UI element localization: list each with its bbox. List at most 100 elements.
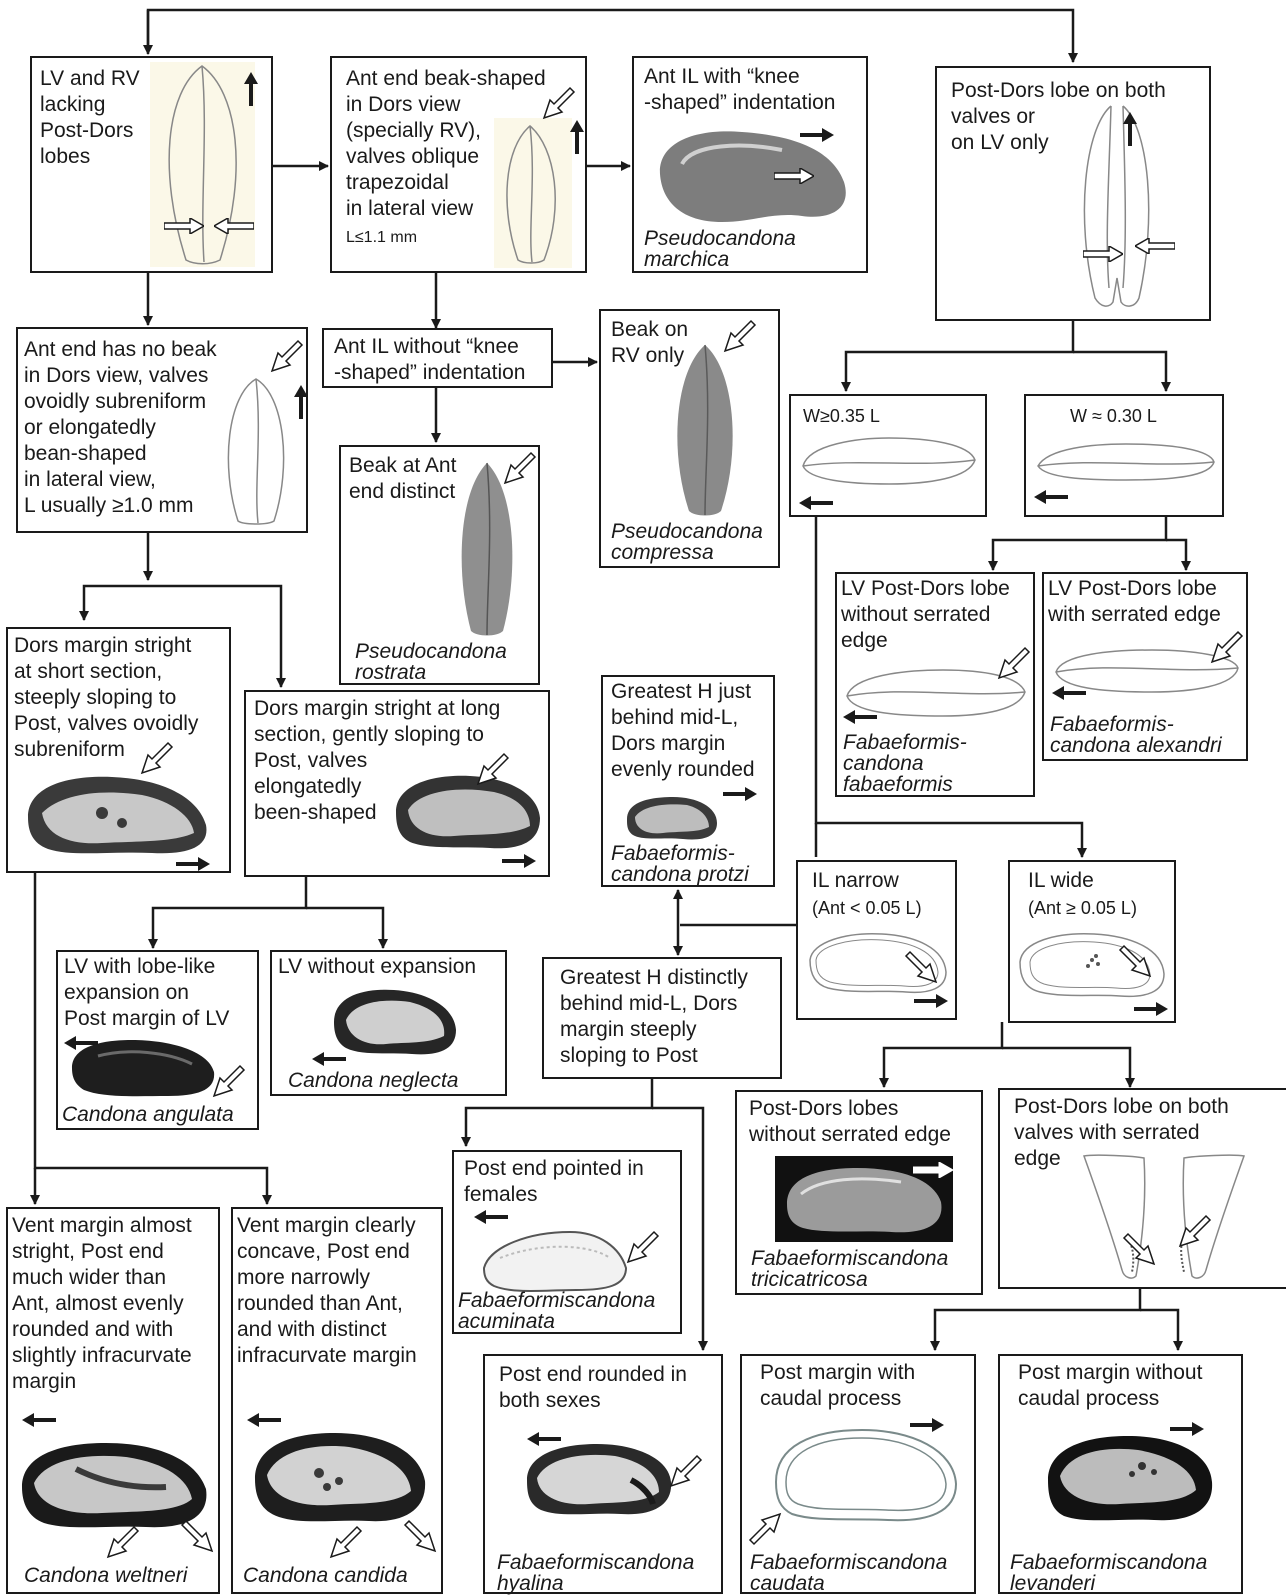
node-dors-margin-long-section: Dors margin stright at long section, gen… — [244, 690, 550, 877]
white-arrow-icon — [212, 1064, 246, 1098]
lateral-view-shell — [249, 1429, 429, 1529]
white-arrow-icon — [913, 1162, 953, 1178]
black-arrow-icon — [723, 787, 757, 801]
node-ant-end-no-beak: Ant end has no beak in Dors view, valves… — [16, 327, 308, 533]
node-text: Vent margin almost stright, Post end muc… — [12, 1213, 192, 1395]
node-text: Post end rounded in both sexes — [499, 1362, 687, 1414]
species-name: Pseudocandona compressa — [611, 521, 763, 563]
white-arrow-icon — [476, 752, 510, 786]
black-arrow-icon — [22, 1413, 56, 1427]
node-text: LV Post-Dors lobe without serrated edge — [841, 576, 1010, 654]
node-dors-margin-short-section: Dors margin stright at short section, st… — [6, 627, 231, 873]
white-arrow-icon — [542, 86, 576, 120]
black-arrow-icon — [527, 1432, 561, 1446]
black-arrow-icon — [244, 72, 258, 106]
node-text: Post margin with caudal process — [760, 1360, 915, 1412]
black-arrow-icon — [800, 128, 834, 142]
length-measure: L≤1.1 mm — [346, 228, 417, 248]
white-arrow-icon — [329, 1525, 363, 1559]
species-name: Candona angulata — [62, 1104, 234, 1125]
species-name: Fabaeformis- candona alexandri — [1050, 714, 1222, 756]
lateral-view-shell — [623, 795, 721, 843]
black-arrow-icon — [799, 496, 833, 510]
node-ant-end-beak-shaped: Ant end beak-shaped in Dors view (specia… — [330, 56, 587, 273]
lateral-view-shell — [1042, 1432, 1218, 1528]
white-arrow-icon — [403, 1519, 437, 1553]
node-knee-shaped-indentation: Ant IL with “knee -shaped” indentation P… — [632, 56, 868, 273]
node-greatest-h-distinctly-behind: Greatest H distinctly behind mid-L, Dors… — [542, 957, 782, 1079]
node-subtext: (Ant ≥ 0.05 L) — [1028, 898, 1137, 918]
lateral-view-shell — [22, 773, 212, 859]
node-beak-distinct: Beak at Ant end distinct Pseudocandona r… — [339, 445, 540, 685]
node-lv-lobe-with-serrated-edge: LV Post-Dors lobe with serrated edge Fab… — [1042, 572, 1248, 761]
node-post-margin-without-caudal-process: Post margin without caudal process Fabae… — [998, 1354, 1243, 1594]
white-arrow-icon — [669, 1454, 703, 1488]
black-arrow-icon — [843, 710, 877, 724]
dorsal-view-posterior-halves — [1074, 1152, 1254, 1282]
lateral-view-shell — [480, 1228, 630, 1296]
dorsal-view-outline — [799, 436, 979, 486]
white-arrow-icon — [1118, 944, 1152, 978]
node-lv-lobe-like-expansion: LV with lobe-like expansion on Post marg… — [56, 950, 259, 1130]
node-post-dors-lobes-without-serrated: Post-Dors lobes without serrated edge Fa… — [735, 1090, 983, 1295]
dorsal-view-shell — [665, 341, 745, 521]
dorsal-view-outline — [1034, 442, 1218, 482]
node-text: IL narrow — [812, 868, 899, 894]
white-arrow-icon — [140, 741, 174, 775]
node-text: Post-Dors lobes without serrated edge — [749, 1096, 951, 1148]
species-name: Fabaeformiscandona tricicatricosa — [751, 1248, 948, 1290]
node-no-knee-shaped-indentation: Ant IL without “knee -shaped” indentatio… — [322, 328, 553, 388]
white-arrow-icon — [1210, 630, 1244, 664]
white-arrow-icon — [1178, 1214, 1212, 1248]
node-text: Ant IL without “knee -shaped” indentatio… — [334, 334, 525, 386]
node-text: Ant end has no beak in Dors view, valves… — [24, 337, 217, 519]
node-text: W≥0.35 L — [803, 406, 880, 426]
white-arrow-icon — [1135, 238, 1175, 254]
white-arrow-icon — [164, 218, 204, 234]
black-arrow-icon — [1052, 686, 1086, 700]
white-arrow-icon — [106, 1525, 140, 1559]
node-width-ratio-030: W ≈ 0.30 L — [1024, 394, 1224, 517]
node-lacking-post-dors-lobes: LV and RV lacking Post-Dors lobes — [30, 56, 273, 273]
node-text: LV with lobe-like expansion on Post marg… — [64, 954, 229, 1032]
node-il-wide: IL wide (Ant ≥ 0.05 L) — [1008, 860, 1176, 1023]
dorsal-view-carapace — [150, 62, 255, 267]
node-text: Ant IL with “knee -shaped” indentation — [644, 64, 835, 116]
species-name: Candona neglecta — [288, 1070, 458, 1091]
black-arrow-icon — [294, 385, 308, 419]
lateral-view-shell — [521, 1440, 677, 1520]
black-arrow-icon — [176, 857, 210, 871]
node-greatest-h-just-behind: Greatest H just behind mid-L, Dors margi… — [601, 675, 775, 887]
black-arrow-icon — [914, 994, 948, 1008]
node-text: Post margin without caudal process — [1018, 1360, 1202, 1412]
node-post-dors-lobe-serrated: Post-Dors lobe on both valves with serra… — [998, 1088, 1286, 1289]
dorsal-view-carapace — [218, 375, 294, 527]
black-arrow-icon — [312, 1052, 346, 1066]
node-beak-on-rv-only: Beak on RV only Pseudocandona compressa — [599, 309, 780, 568]
node-text: W ≈ 0.30 L — [1070, 406, 1157, 426]
white-arrow-icon — [214, 218, 254, 234]
species-name: Fabaeformis- candona fabaeformis — [843, 732, 967, 795]
node-text: Greatest H distinctly behind mid-L, Dors… — [560, 965, 748, 1069]
species-name: Fabaeformiscandona hyalina — [497, 1552, 694, 1594]
black-arrow-icon — [570, 120, 584, 154]
white-arrow-icon — [270, 339, 304, 373]
species-name: Pseudocandona marchica — [644, 228, 796, 270]
species-name: Fabaeformiscandona acuminata — [458, 1290, 655, 1332]
black-arrow-icon — [1034, 490, 1068, 504]
dorsal-view-shell — [453, 461, 523, 641]
white-arrow-icon — [904, 950, 938, 984]
node-text: Vent margin clearly concave, Post end mo… — [237, 1213, 417, 1369]
node-text: LV without expansion — [278, 954, 476, 980]
node-lv-lobe-without-serrated-edge: LV Post-Dors lobe without serrated edge … — [835, 572, 1035, 797]
node-post-end-pointed: Post end pointed in females Fabaeformisc… — [452, 1150, 682, 1334]
node-il-narrow: IL narrow (Ant < 0.05 L) — [796, 860, 957, 1020]
species-name: Candona candida — [243, 1565, 408, 1586]
white-arrow-icon — [1083, 246, 1123, 262]
node-text: Post end pointed in females — [464, 1156, 644, 1208]
lateral-view-shell — [330, 986, 460, 1058]
white-arrow-icon — [748, 1512, 782, 1546]
node-width-ratio-035: W≥0.35 L — [789, 394, 987, 517]
species-name: Pseudocandona rostrata — [355, 641, 507, 683]
node-text: LV Post-Dors lobe with serrated edge — [1048, 576, 1221, 628]
